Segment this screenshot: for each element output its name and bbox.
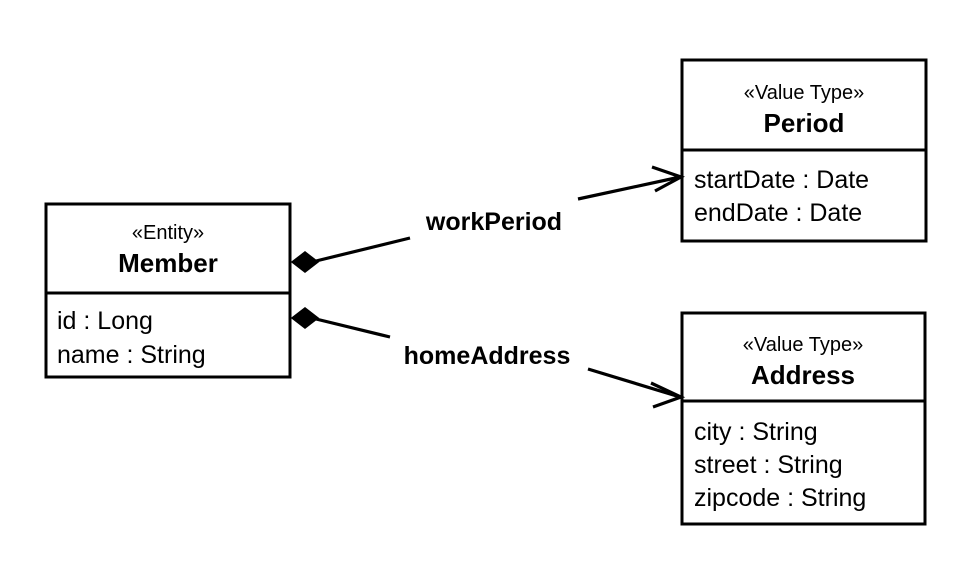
association-line-segment [315,236,411,263]
class-attribute: startDate : Date [694,166,869,194]
association-line-segment [587,367,681,399]
class-stereotype-address: «Value Type» [743,334,863,356]
class-box-member-outline [44,202,292,379]
class-attribute: id : Long [57,307,153,335]
association-line-segment [577,175,681,201]
association-homeaddress[interactable]: homeAddress [290,307,686,409]
association-line-segment [315,317,391,339]
association-label-homeaddress: homeAddress [404,342,571,370]
class-box-period[interactable]: «Value Type» Period startDate : Date end… [680,58,928,243]
class-attribute: name : String [57,341,206,369]
open-arrow-icon [651,165,685,193]
class-box-address-outline [680,311,927,526]
class-name-address: Address [751,360,855,390]
class-box-member[interactable]: «Entity» Member id : Long name : String [44,202,292,379]
class-stereotype-period: «Value Type» [744,82,864,104]
association-workperiod[interactable]: workPeriod [290,165,685,273]
class-attribute: zipcode : String [694,484,866,512]
class-name-member: Member [118,248,218,278]
class-stereotype-member: «Entity» [132,222,204,244]
class-attribute: endDate : Date [694,199,862,227]
composition-diamond-icon [290,251,320,273]
class-name-period: Period [764,108,845,138]
class-box-address[interactable]: «Value Type» Address city : String stree… [680,311,927,526]
open-arrow-icon [650,381,686,409]
composition-diamond-icon [290,307,320,329]
class-attribute: city : String [694,418,818,446]
class-attribute: street : String [694,451,843,479]
association-label-workperiod: workPeriod [425,208,562,236]
